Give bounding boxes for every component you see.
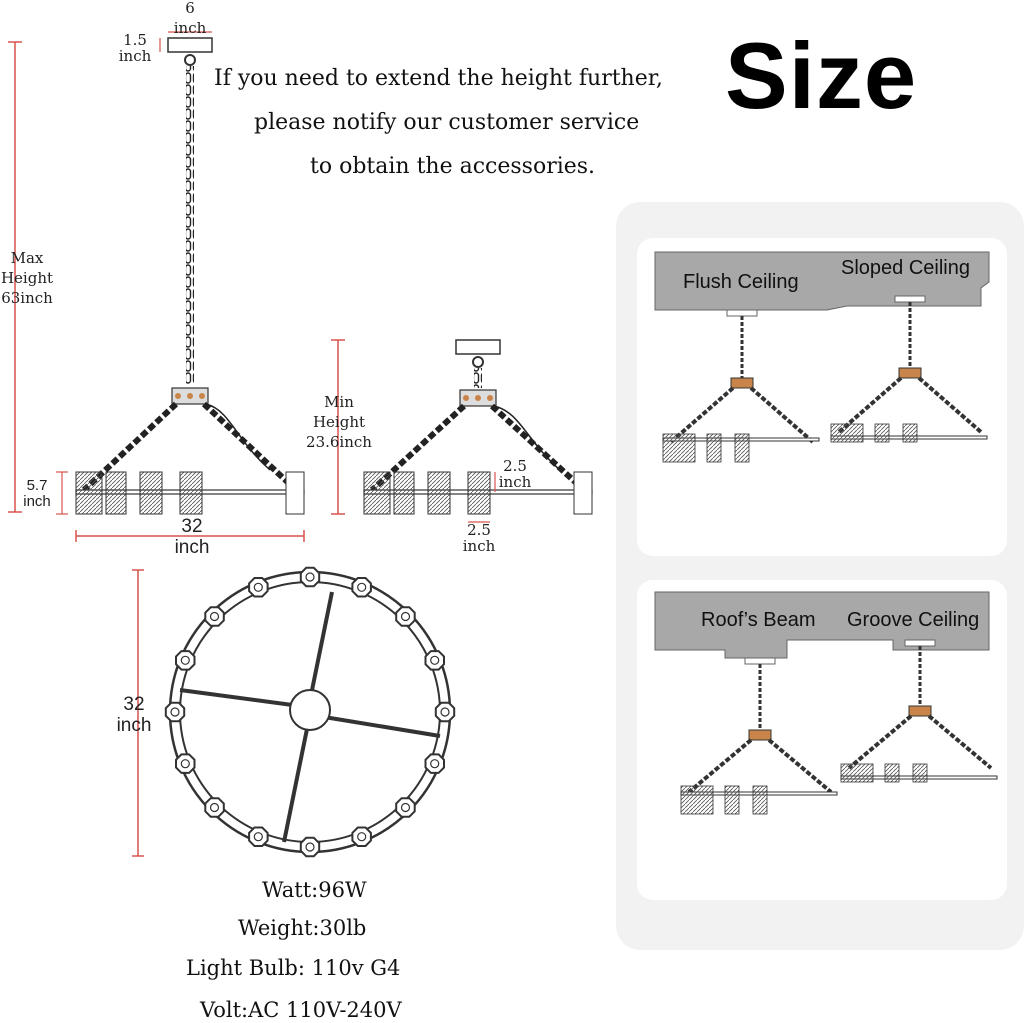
note-line-1: If you need to extend the height further… [214,66,663,91]
max-height-label: Max Height 63inch [0,249,54,307]
spec-weight: Weight:30lb [238,916,367,940]
bulb-socket [170,707,180,717]
chain [186,66,194,384]
bulb-holder [424,753,445,774]
max-height-dimension [8,41,22,513]
bulb-socket [209,611,220,622]
note-line-2: please notify our customer service [254,110,640,135]
width-dimension [75,530,305,542]
spec-bulb: Light Bulb: 110v G4 [186,956,401,980]
bulb-holder [204,606,225,627]
min-height-label: Min Height 23.6inch [306,393,372,451]
bulb-holder [175,753,196,774]
fixture-min-height [363,339,593,515]
bulb-holder [424,650,445,671]
bulb-holder [299,836,321,858]
bulb-holder [299,566,321,588]
page-title: Size [725,23,918,128]
bulb-socket [180,655,190,665]
canopy [167,37,213,53]
ceiling-bottom-drawing [654,591,998,815]
bulb-holder [395,606,416,627]
bulb-holder [248,577,269,598]
bulb-socket [253,582,263,592]
bulb-socket [430,759,440,769]
block-width-label: 2.5 inch [462,521,496,555]
diameter-dimension [132,569,144,857]
spec-volt: Volt:AC 110V-240V [200,998,402,1022]
canopy [455,339,501,355]
bulb-socket [440,707,450,717]
bulb-socket [430,655,440,665]
ceiling-card-top: Flush Ceiling Sloped Ceiling [637,238,1007,556]
ceiling-card-bottom: Roof’s Beam Groove Ceiling [637,580,1007,900]
bulb-socket [400,802,411,813]
min-height-dimension [331,339,345,515]
bulb-socket [305,572,315,582]
canopy-width-label: 6 inch [173,0,207,37]
bulb-holder [395,797,416,818]
note-line-3: to obtain the accessories. [310,154,596,179]
canopy-height-label: 1.5 inch [118,31,152,65]
width-label: 32 inch [174,516,210,558]
bulb-holder [175,650,196,671]
ring-height-dimension [56,471,68,515]
bulb-socket [357,582,367,592]
ring-height-label: 5.7 inch [23,477,51,510]
bulb-holder [434,701,456,723]
diameter-label: 32 inch [116,694,152,736]
bulb-socket [253,832,263,842]
fixture-max-height [75,37,305,515]
flush-ceiling-label: Flush Ceiling [683,271,799,293]
sloped-ceiling-label: Sloped Ceiling [841,257,970,279]
bulb-socket [357,832,367,842]
bulb-holder [351,577,372,598]
bulb-holder [351,826,372,847]
top-view-ring [164,566,456,858]
roofs-beam-label: Roof’s Beam [701,609,816,631]
bulb-holder [248,826,269,847]
ceiling-top-drawing [654,251,990,463]
bulb-socket [209,802,220,813]
spec-watt: Watt:96W [262,878,367,902]
groove-ceiling-label: Groove Ceiling [847,609,980,631]
block-height-label: 2.5 inch [498,457,532,491]
bulb-socket [305,842,315,852]
bulb-socket [180,759,190,769]
bulb-socket [400,611,411,622]
bulb-holder [204,797,225,818]
bulb-holder [164,701,186,723]
